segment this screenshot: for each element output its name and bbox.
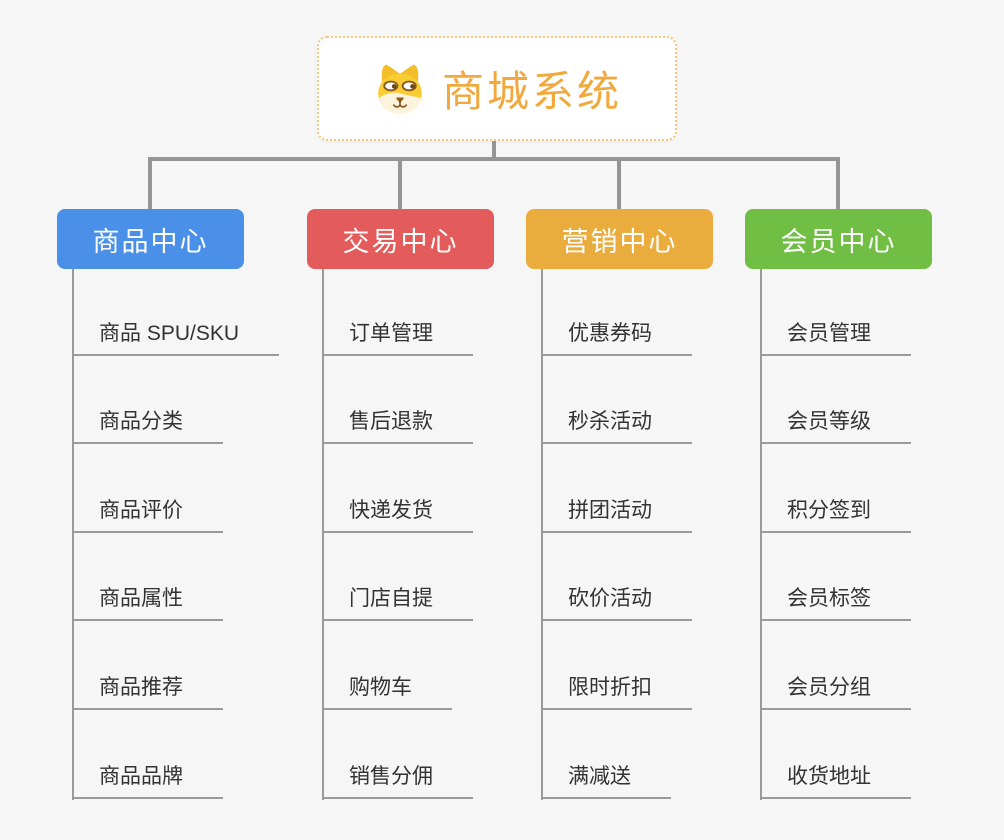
leaf-node[interactable]: 快递发货 (322, 498, 473, 533)
leaf-node[interactable]: 会员标签 (760, 586, 911, 621)
root-connector-line (492, 140, 496, 161)
leaf-node[interactable]: 门店自提 (322, 586, 473, 621)
branch-header[interactable]: 交易中心 (307, 209, 494, 269)
leaf-node[interactable]: 砍价活动 (541, 586, 692, 621)
leaf-node[interactable]: 商品评价 (72, 498, 223, 533)
branch-header-label: 商品中心 (92, 226, 209, 257)
leaf-node[interactable]: 商品品牌 (72, 764, 223, 799)
branch-connector-line (617, 157, 621, 210)
horizontal-connector-line (149, 157, 839, 161)
column-spine-line (760, 269, 762, 800)
leaf-node[interactable]: 商品 SPU/SKU (72, 321, 280, 356)
leaf-node[interactable]: 商品分类 (72, 409, 223, 444)
leaf-node[interactable]: 拼团活动 (541, 498, 692, 533)
leaf-node[interactable]: 订单管理 (322, 321, 473, 356)
shiba-dog-icon (372, 61, 428, 117)
column-spine-line (72, 269, 74, 800)
leaf-node[interactable]: 商品属性 (72, 586, 223, 621)
leaf-node[interactable]: 销售分佣 (322, 764, 473, 799)
column-spine-line (541, 269, 543, 800)
branch-header-label: 营销中心 (561, 226, 678, 257)
branch-connector-line (836, 157, 840, 210)
leaf-node[interactable]: 会员等级 (760, 409, 911, 444)
column-spine-line (322, 269, 324, 800)
leaf-node[interactable]: 优惠券码 (541, 321, 692, 356)
leaf-node[interactable]: 商品推荐 (72, 675, 223, 710)
root-title: 商城系统 (441, 68, 622, 115)
leaf-node[interactable]: 会员管理 (760, 321, 911, 356)
branch-connector-line (398, 157, 402, 210)
leaf-node[interactable]: 积分签到 (760, 498, 911, 533)
leaf-node[interactable]: 购物车 (322, 675, 452, 710)
leaf-node[interactable]: 限时折扣 (541, 675, 692, 710)
root-node[interactable]: 商城系统 (317, 36, 677, 141)
branch-header[interactable]: 商品中心 (57, 209, 244, 269)
leaf-node[interactable]: 满减送 (541, 764, 671, 799)
branch-connector-line (148, 157, 152, 210)
branch-header-label: 会员中心 (780, 226, 897, 257)
leaf-node[interactable]: 收货地址 (760, 764, 911, 799)
branch-header-label: 交易中心 (342, 226, 459, 257)
leaf-node[interactable]: 秒杀活动 (541, 409, 692, 444)
leaf-node[interactable]: 会员分组 (760, 675, 911, 710)
branch-header[interactable]: 会员中心 (745, 209, 932, 269)
branch-header[interactable]: 营销中心 (526, 209, 713, 269)
leaf-node[interactable]: 售后退款 (322, 409, 473, 444)
